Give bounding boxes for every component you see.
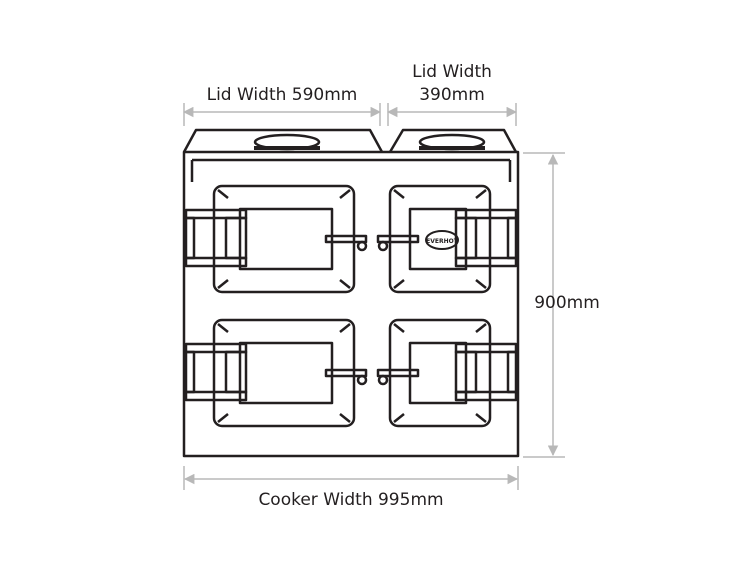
cooker-body (182, 150, 520, 458)
right-lid-handle (418, 133, 486, 151)
brand-badge (425, 230, 459, 250)
lid-right-width-label-line1: Lid Width (412, 62, 492, 82)
right-hotplate-lid (388, 128, 518, 153)
lower-left-hinges (184, 342, 248, 402)
upper-right-hinges (454, 208, 518, 268)
lower-right-hinges (454, 342, 518, 402)
upper-left-oven-door (212, 184, 356, 294)
brand-badge-text: EVERHOT (426, 238, 459, 245)
lid-right-width-label-line2: 390mm (419, 85, 485, 105)
upper-left-hinges (184, 208, 248, 268)
dimension-lines (182, 103, 565, 490)
height-label: 900mm (534, 293, 600, 313)
upper-door-latches (324, 234, 420, 252)
left-lid-handle (253, 133, 321, 151)
cooker-width-label: Cooker Width 995mm (258, 490, 443, 510)
left-hotplate-lid (182, 128, 384, 153)
upper-right-oven-door (388, 184, 492, 294)
lower-left-oven-door (212, 318, 356, 428)
lower-door-latches (324, 368, 420, 386)
cooker-outline (182, 128, 520, 458)
lower-right-oven-door (388, 318, 492, 428)
lid-left-width-label: Lid Width 590mm (207, 85, 358, 105)
